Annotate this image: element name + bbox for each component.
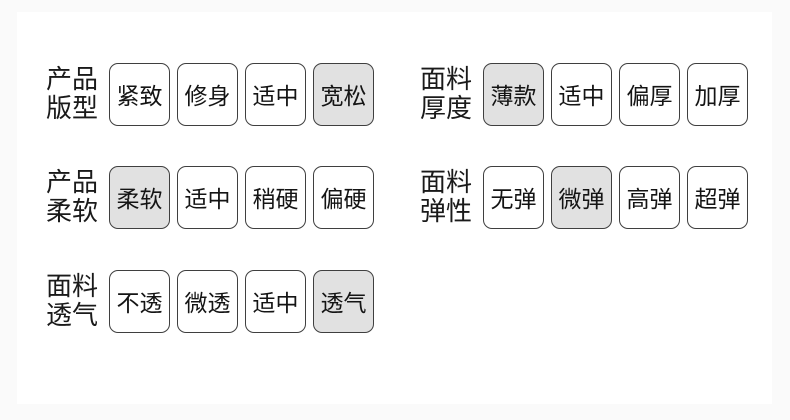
product-softness-option-slightly-firm[interactable]: 稍硬 [245, 165, 306, 229]
label-line-1: 面料 [46, 271, 99, 301]
fabric-elasticity-option-high-stretch[interactable]: 高弹 [619, 165, 680, 229]
fabric-elasticity-option-no-stretch[interactable]: 无弹 [483, 165, 544, 229]
label-line-2: 透气 [46, 300, 99, 330]
fabric-elasticity-option-slight-stretch[interactable]: 微弹 [551, 165, 612, 229]
product-softness-option-soft[interactable]: 柔软 [109, 165, 170, 229]
label-line-2: 厚度 [420, 93, 473, 123]
label-line-1: 面料 [420, 167, 473, 197]
product-softness-option-medium[interactable]: 适中 [177, 165, 238, 229]
attr-group-fabric-thickness-label: 面料 厚度 [420, 65, 476, 123]
product-fit-option-loose[interactable]: 宽松 [313, 62, 374, 126]
product-softness-options: 柔软 适中 稍硬 偏硬 [109, 165, 374, 229]
fabric-breathability-option-breathable[interactable]: 透气 [313, 269, 374, 333]
fabric-breathability-option-medium[interactable]: 适中 [245, 269, 306, 333]
fabric-thickness-option-thin[interactable]: 薄款 [483, 62, 544, 126]
attr-group-product-fit: 产品 版型 紧致 修身 适中 宽松 [46, 62, 374, 126]
product-fit-option-slim[interactable]: 修身 [177, 62, 238, 126]
attr-group-fabric-elasticity-label: 面料 弹性 [420, 168, 476, 226]
fabric-thickness-option-thick[interactable]: 偏厚 [619, 62, 680, 126]
fabric-breathability-option-not-breathable[interactable]: 不透 [109, 269, 170, 333]
product-attributes-card: 产品 版型 紧致 修身 适中 宽松 面料 厚度 薄款 适中 偏厚 加厚 产品 柔… [17, 12, 772, 404]
fabric-thickness-options: 薄款 适中 偏厚 加厚 [483, 62, 748, 126]
label-line-2: 版型 [46, 93, 99, 123]
fabric-thickness-option-extra-thick[interactable]: 加厚 [687, 62, 748, 126]
label-line-2: 柔软 [46, 196, 99, 226]
attr-group-fabric-thickness: 面料 厚度 薄款 适中 偏厚 加厚 [420, 62, 748, 126]
label-line-1: 产品 [46, 64, 99, 94]
label-line-2: 弹性 [420, 196, 473, 226]
attr-group-product-softness: 产品 柔软 柔软 适中 稍硬 偏硬 [46, 165, 374, 229]
product-softness-option-firm[interactable]: 偏硬 [313, 165, 374, 229]
attr-group-fabric-elasticity: 面料 弹性 无弹 微弹 高弹 超弹 [420, 165, 748, 229]
fabric-breathability-option-slightly-breathable[interactable]: 微透 [177, 269, 238, 333]
fabric-elasticity-options: 无弹 微弹 高弹 超弹 [483, 165, 748, 229]
product-fit-option-tight[interactable]: 紧致 [109, 62, 170, 126]
label-line-1: 产品 [46, 167, 99, 197]
fabric-elasticity-option-super-stretch[interactable]: 超弹 [687, 165, 748, 229]
attr-group-product-fit-label: 产品 版型 [46, 65, 102, 123]
attr-group-fabric-breathability-label: 面料 透气 [46, 272, 102, 330]
attr-group-product-softness-label: 产品 柔软 [46, 168, 102, 226]
attr-group-fabric-breathability: 面料 透气 不透 微透 适中 透气 [46, 269, 374, 333]
fabric-thickness-option-medium[interactable]: 适中 [551, 62, 612, 126]
label-line-1: 面料 [420, 64, 473, 94]
product-fit-options: 紧致 修身 适中 宽松 [109, 62, 374, 126]
product-fit-option-regular[interactable]: 适中 [245, 62, 306, 126]
fabric-breathability-options: 不透 微透 适中 透气 [109, 269, 374, 333]
